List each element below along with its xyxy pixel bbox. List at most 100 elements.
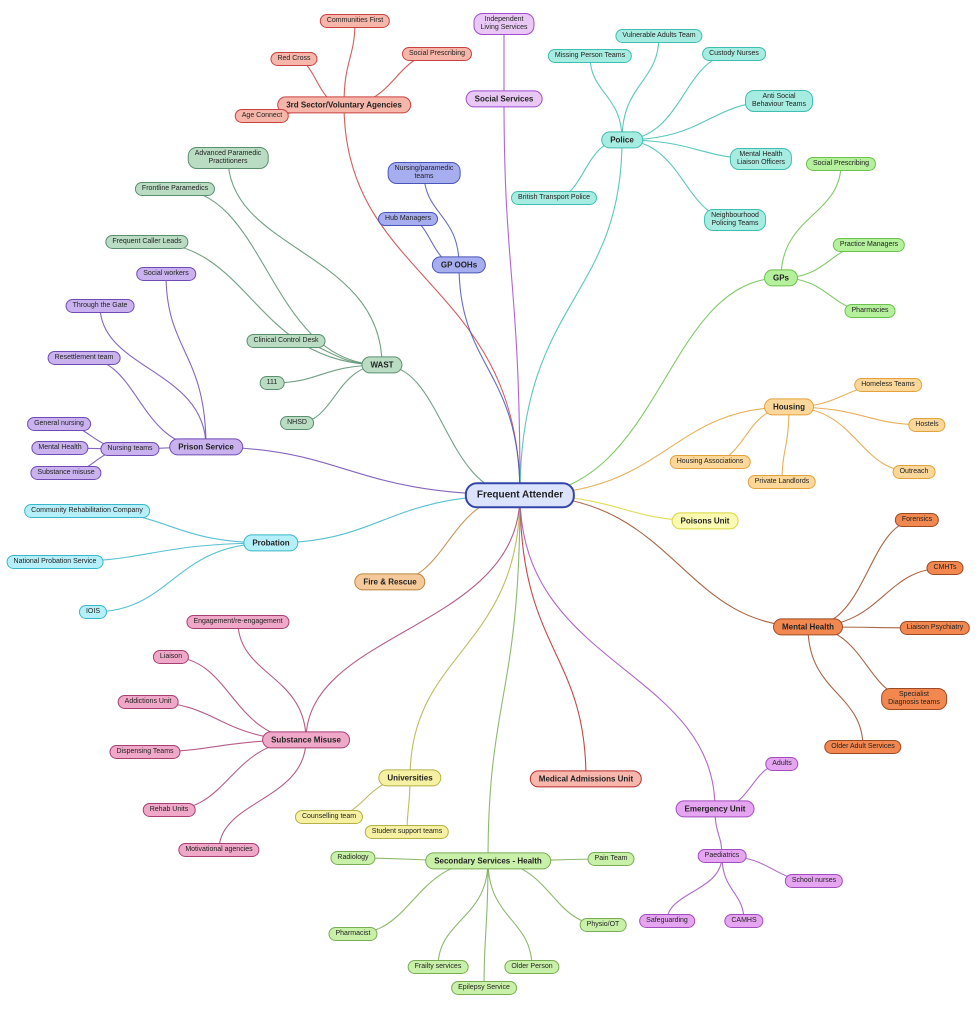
connector-private-landlords <box>781 406 790 483</box>
leaf-age-connect[interactable]: Age Connect <box>234 108 290 124</box>
leaf-red-cross[interactable]: Red Cross <box>270 51 318 67</box>
leaf-frailty-services[interactable]: Frailty services <box>407 959 469 975</box>
leaf-mental-health-prison[interactable]: Mental Health <box>31 440 89 456</box>
leaf-substance-misuse-prison[interactable]: Substance misuse <box>30 465 102 481</box>
leaf-motivational-agencies[interactable]: Motivational agencies <box>178 842 260 858</box>
connector-third-sector <box>343 104 521 496</box>
leaf-liaison-sm[interactable]: Liaison <box>152 649 190 665</box>
leaf-adults[interactable]: Adults <box>765 756 799 772</box>
leaf-advanced-paramedic[interactable]: Advanced Paramedic Practitioners <box>187 146 269 170</box>
leaf-practice-managers[interactable]: Practice Managers <box>832 237 906 253</box>
leaf-paediatrics[interactable]: Paediatrics <box>697 848 747 864</box>
leaf-liaison-psychiatry[interactable]: Liaison Psychiatry <box>899 620 971 636</box>
leaf-through-the-gate[interactable]: Through the Gate <box>65 298 135 314</box>
leaf-counselling-team[interactable]: Counselling team <box>294 809 364 825</box>
hub-gp-oohs[interactable]: GP OOHs <box>431 256 487 274</box>
connector-medical-admissions <box>519 494 587 780</box>
leaf-older-person[interactable]: Older Person <box>504 959 560 975</box>
leaf-dispensing-teams[interactable]: Dispensing Teams <box>109 744 181 760</box>
leaf-student-support[interactable]: Student support teams <box>364 824 450 840</box>
hub-medical-admissions[interactable]: Medical Admissions Unit <box>529 770 643 788</box>
hub-third-sector[interactable]: 3rd Sector/Voluntary Agencies <box>277 96 411 114</box>
connector-gp-oohs <box>458 264 521 496</box>
leaf-anti-social[interactable]: Anti Social Behaviour Teams <box>745 89 813 113</box>
leaf-vulnerable-adults[interactable]: Vulnerable Adults Team <box>615 28 703 44</box>
hub-police[interactable]: Police <box>601 131 643 149</box>
leaf-cmhts[interactable]: CMHTs <box>926 560 964 576</box>
connector-police <box>519 139 623 496</box>
hub-gps[interactable]: GPs <box>763 269 799 287</box>
leaf-community-rehab-company[interactable]: Community Rehabilitation Company <box>24 503 150 519</box>
leaf-social-prescribing-gp[interactable]: Social Prescribing <box>805 156 877 172</box>
leaf-older-adult-services[interactable]: Older Adult Services <box>824 739 902 755</box>
leaf-school-nurses[interactable]: School nurses <box>784 873 844 889</box>
connector-outreach <box>788 406 915 473</box>
hub-mental-health[interactable]: Mental Health <box>772 618 844 636</box>
leaf-housing-associations[interactable]: Housing Associations <box>669 454 751 470</box>
leaf-rehab-units[interactable]: Rehab Units <box>142 802 196 818</box>
connector-gps <box>519 277 782 496</box>
leaf-private-landlords[interactable]: Private Landlords <box>747 474 817 490</box>
leaf-custody-nurses[interactable]: Custody Nurses <box>702 46 766 62</box>
connector-prison-service <box>205 446 521 496</box>
leaf-clinical-control-desk[interactable]: Clinical Control Desk <box>246 333 326 349</box>
leaf-pharmacies[interactable]: Pharmacies <box>844 303 896 319</box>
root-node-frequent-attender[interactable]: Frequent Attender <box>464 482 576 508</box>
connector-camhs <box>721 855 745 922</box>
leaf-specialist-diagnosis[interactable]: Specialist Diagnosis teams <box>881 687 947 711</box>
leaf-111[interactable]: 111 <box>259 375 285 391</box>
connector-pharmacist <box>352 860 489 935</box>
leaf-nursing-paramedic-teams[interactable]: Nursing/paramedic teams <box>387 161 461 185</box>
connector-through-the-gate <box>99 305 207 448</box>
leaf-frontline-paramedics[interactable]: Frontline Paramedics <box>134 181 216 197</box>
leaf-pharmacist[interactable]: Pharmacist <box>328 926 378 942</box>
leaf-neighbourhood-policing[interactable]: Neighbourhood Policing Teams <box>704 208 766 232</box>
leaf-epilepsy-service[interactable]: Epilepsy Service <box>451 980 517 996</box>
hub-secondary-services[interactable]: Secondary Services - Health <box>425 852 551 870</box>
connector-emergency-unit <box>519 494 716 810</box>
leaf-nursing-teams[interactable]: Nursing teams <box>100 441 160 457</box>
leaf-radiology[interactable]: Radiology <box>330 850 376 866</box>
hub-social-services[interactable]: Social Services <box>465 90 543 108</box>
connector-communities-first <box>343 20 356 106</box>
hub-wast[interactable]: WAST <box>361 356 403 374</box>
hub-prison-service[interactable]: Prison Service <box>169 438 243 456</box>
connector-advanced-paramedic <box>227 157 383 366</box>
hub-housing[interactable]: Housing <box>764 398 814 416</box>
leaf-frequent-caller-leads[interactable]: Frequent Caller Leads <box>105 234 189 250</box>
leaf-iois[interactable]: IOIS <box>78 604 108 620</box>
hub-probation[interactable]: Probation <box>243 534 299 552</box>
connector-secondary-services <box>487 494 521 862</box>
leaf-pain-team[interactable]: Pain Team <box>587 851 635 867</box>
leaf-homeless-teams[interactable]: Homeless Teams <box>854 377 922 393</box>
leaf-forensics[interactable]: Forensics <box>894 512 940 528</box>
leaf-missing-person[interactable]: Missing Person Teams <box>547 48 633 64</box>
leaf-camhs[interactable]: CAMHS <box>724 913 764 929</box>
leaf-communities-first[interactable]: Communities First <box>319 13 391 29</box>
leaf-mh-liaison-officers[interactable]: Mental Health Liaison Officers <box>729 147 793 171</box>
leaf-outreach[interactable]: Outreach <box>892 464 936 480</box>
leaf-resettlement-team[interactable]: Resettlement team <box>47 350 121 366</box>
connector-social-prescribing-gp <box>780 163 842 279</box>
hub-emergency-unit[interactable]: Emergency Unit <box>675 800 755 818</box>
connector-fire-rescue <box>389 494 521 583</box>
leaf-engagement[interactable]: Engagement/re-engagement <box>186 614 290 630</box>
connector-liaison-sm <box>170 656 307 741</box>
leaf-physio-ot[interactable]: Physio/OT <box>579 917 627 933</box>
leaf-hostels[interactable]: Hostels <box>908 417 946 433</box>
leaf-independent-living[interactable]: Independent Living Services <box>473 12 535 36</box>
leaf-hub-managers[interactable]: Hub Managers <box>378 211 438 227</box>
leaf-british-transport-police[interactable]: British Transport Police <box>511 190 597 206</box>
leaf-social-prescribing-3rd[interactable]: Social Prescribing <box>401 46 473 62</box>
leaf-nhsd[interactable]: NHSD <box>280 415 314 431</box>
leaf-safeguarding[interactable]: Safeguarding <box>639 913 695 929</box>
leaf-addictions-unit[interactable]: Addictions Unit <box>117 694 179 710</box>
leaf-social-workers[interactable]: Social workers <box>136 266 196 282</box>
connector-resettlement-team <box>83 357 207 448</box>
leaf-general-nursing[interactable]: General nursing <box>27 416 91 432</box>
hub-substance-misuse[interactable]: Substance Misuse <box>262 731 350 749</box>
hub-fire-rescue[interactable]: Fire & Rescue <box>354 573 426 591</box>
hub-universities[interactable]: Universities <box>378 769 442 787</box>
hub-poisons-unit[interactable]: Poisons Unit <box>671 512 739 530</box>
leaf-national-probation[interactable]: National Probation Service <box>6 554 104 570</box>
